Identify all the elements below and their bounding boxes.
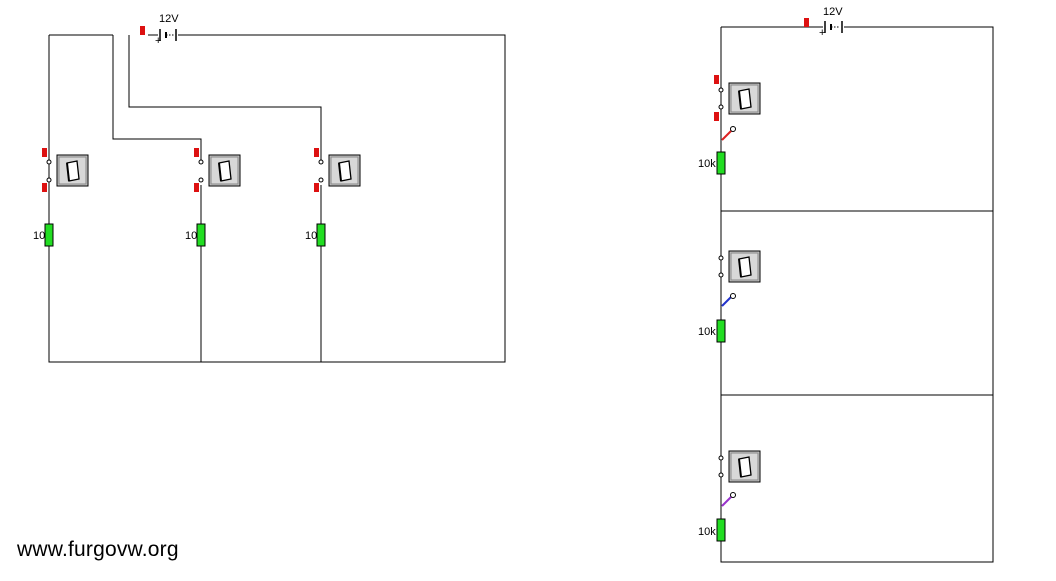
left-switch-3[interactable] [314,148,361,192]
left-wire-branch-2 [112,35,202,152]
watermark-text: www.furgovw.org [17,538,179,561]
right-battery: 12V + [804,6,852,39]
left-circuit [48,34,506,363]
left-switch-2[interactable] [194,148,241,192]
right-resistor-1: 10k [698,151,726,175]
left-resistor-3-label: 10 [305,230,317,242]
right-resistor-3-label: 10k [698,526,716,538]
left-switch-1[interactable] [42,148,89,192]
right-switch-3[interactable] [718,450,761,483]
right-resistor-2-label: 10k [698,326,716,338]
right-switch-1[interactable] [714,75,761,121]
right-lamp-2-icon [721,293,736,307]
right-resistor-1-label: 10k [698,158,716,170]
left-resistor-3: 10 [305,223,326,247]
left-resistor-1: 10 [33,223,54,247]
left-wire-branch-3 [128,35,322,152]
right-battery-voltage: 12V [823,6,843,18]
left-resistor-2-label: 10 [185,230,197,242]
right-battery-polarity: + [819,27,825,39]
left-battery-voltage: 12V [159,13,179,25]
left-wire-outer [48,34,506,363]
left-resistor-2: 10 [185,223,206,247]
right-lamp-3-icon [721,492,736,507]
left-resistor-1-label: 10 [33,230,45,242]
right-wire-outer [720,26,994,563]
right-resistor-3: 10k [698,518,726,542]
right-circuit [720,26,994,563]
right-switch-2[interactable] [718,250,761,283]
left-battery-polarity: + [155,35,161,47]
left-battery: 12V + [140,13,187,47]
right-lamp-1-icon [721,126,736,141]
right-resistor-2: 10k [698,319,726,343]
